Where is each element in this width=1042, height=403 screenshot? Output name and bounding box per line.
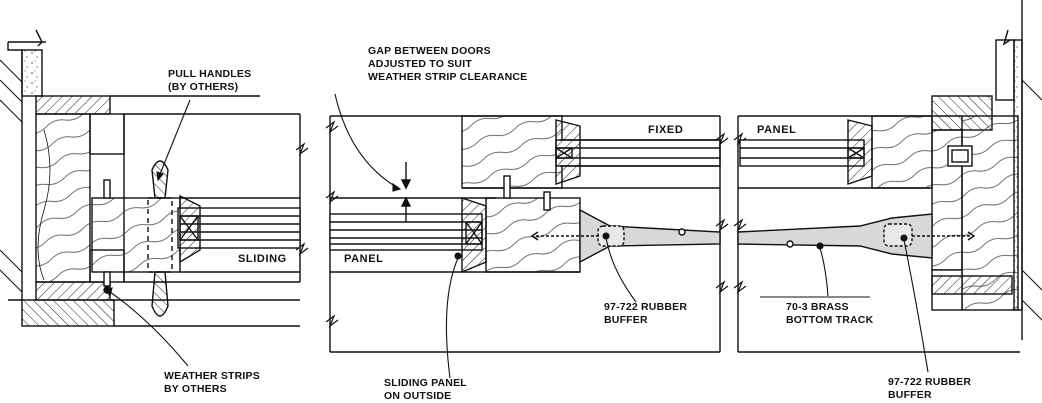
rubber-buffer-middle-line-1: 97-722 RUBBER (604, 301, 688, 313)
weather-strips-callout: WEATHER STRIPS BY OTHERS (164, 370, 260, 396)
rubber-buffer-right-line-2: BUFFER (888, 389, 932, 401)
fixed-label: FIXED (648, 124, 684, 136)
panel-middle-label: PANEL (344, 253, 384, 265)
pull-handles-line-1: PULL HANDLES (168, 68, 252, 80)
left-wall-section (0, 29, 309, 327)
sliding-panel-left (91, 194, 301, 273)
sliding-panel-outside-callout: SLIDING PANEL ON OUTSIDE (384, 377, 467, 403)
gap-line-2: ADJUSTED TO SUIT (368, 58, 472, 70)
weather-strips-line-1: WEATHER STRIPS (164, 370, 260, 382)
pull-handles-line-2: (BY OTHERS) (168, 81, 239, 93)
weather-strip-left (103, 179, 111, 294)
gap-between-doors-callout: GAP BETWEEN DOORS ADJUSTED TO SUIT WEATH… (368, 45, 527, 84)
leader-lines (105, 93, 929, 379)
gap-line-3: WEATHER STRIP CLEARANCE (368, 71, 528, 83)
brass-bottom-track-callout: 70-3 BRASS BOTTOM TRACK (786, 301, 873, 327)
pull-handles-callout: PULL HANDLES (BY OTHERS) (168, 68, 251, 94)
rubber-buffer-right-callout: 97-722 RUBBER BUFFER (888, 376, 971, 402)
pull-handle (147, 160, 173, 317)
weather-strips-line-2: BY OTHERS (164, 383, 227, 395)
sliding-panel-line-2: ON OUTSIDE (384, 390, 452, 402)
middle-section (325, 115, 729, 353)
brass-track-line-2: BOTTOM TRACK (786, 314, 874, 326)
sliding-label: SLIDING (238, 253, 287, 265)
panel-right-label: PANEL (757, 124, 797, 136)
brass-track-line-1: 70-3 BRASS (786, 301, 849, 313)
rubber-buffer-middle-callout: 97-722 RUBBER BUFFER (604, 301, 687, 327)
right-section (733, 0, 1042, 353)
rubber-buffer-middle-line-2: BUFFER (604, 314, 648, 326)
gap-line-1: GAP BETWEEN DOORS (368, 45, 491, 57)
rubber-buffer-right-line-1: 97-722 RUBBER (888, 376, 972, 388)
sliding-panel-line-1: SLIDING PANEL (384, 377, 467, 389)
